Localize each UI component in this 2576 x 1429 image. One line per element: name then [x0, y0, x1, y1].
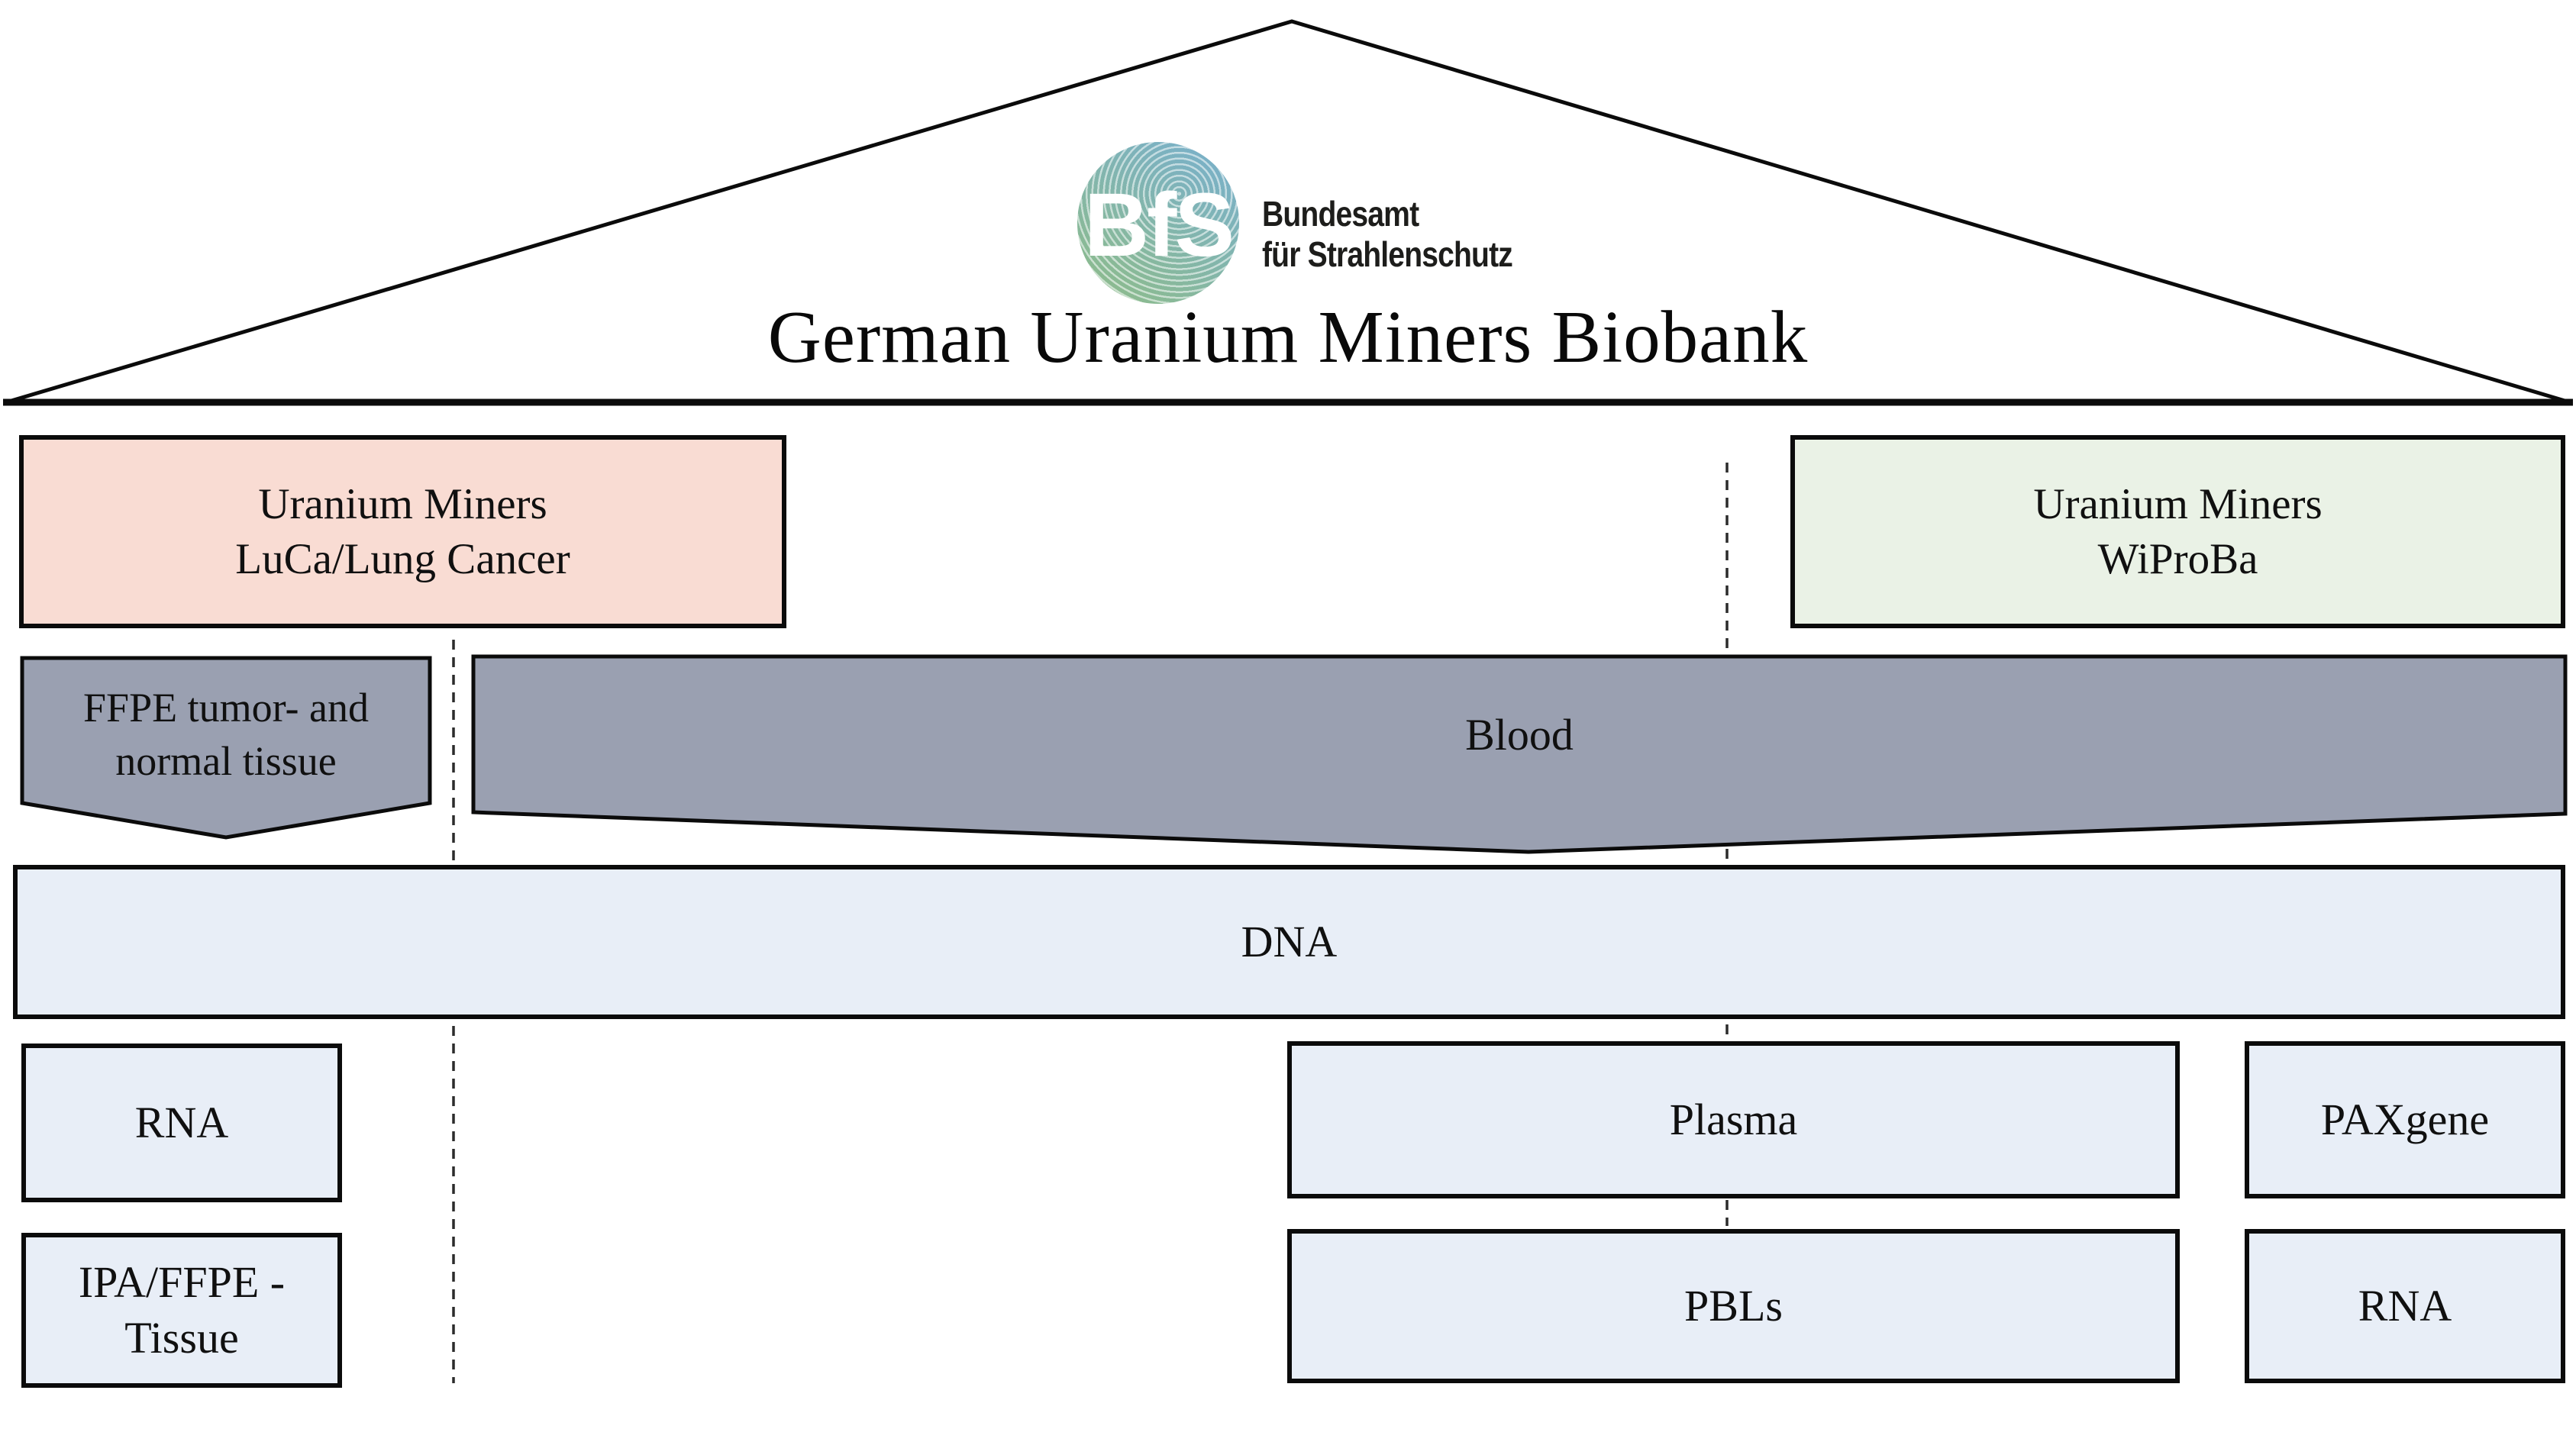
pbls-label: PBLs — [1684, 1280, 1783, 1331]
paxgene-box: PAXgene — [2245, 1041, 2565, 1198]
cohort-box-wiproba: Uranium Miners WiProBa — [1790, 435, 2565, 628]
bfs-logo-icon: BfS — [1077, 142, 1239, 304]
cohort-wiproba-line2: WiProBa — [2097, 534, 2258, 583]
ipa-ffpe-line2: Tissue — [124, 1312, 239, 1363]
rna-wiproba-label: RNA — [2358, 1280, 2452, 1331]
rna-wiproba-box: RNA — [2245, 1229, 2565, 1383]
cohort-wiproba-line1: Uranium Miners — [2033, 480, 2323, 529]
cohort-luca-line1: Uranium Miners — [258, 480, 547, 529]
plasma-label: Plasma — [1669, 1094, 1798, 1144]
blood-pentagon — [471, 654, 2568, 854]
bfs-org-name: Bundesamt für Strahlenschutz — [1262, 194, 1513, 275]
ffpe-tissue-line1: FFPE tumor- and — [83, 684, 369, 731]
bfs-logo: BfS Bundesamt für Strahlenschutz — [1077, 142, 1557, 304]
pbls-box: PBLs — [1287, 1229, 2180, 1383]
ipa-ffpe-tissue-box: IPA/FFPE - Tissue — [21, 1233, 342, 1388]
ffpe-tissue-label: FFPE tumor- and normal tissue — [22, 658, 430, 811]
ffpe-tissue-line2: normal tissue — [115, 738, 337, 784]
rna-luca-label: RNA — [134, 1097, 229, 1147]
bfs-org-line2: für Strahlenschutz — [1262, 234, 1513, 274]
cohort-box-luca: Uranium Miners LuCa/Lung Cancer — [19, 435, 786, 628]
ffpe-pentagon — [20, 656, 432, 840]
bfs-logo-acronym: BfS — [1083, 175, 1235, 276]
ipa-ffpe-line1: IPA/FFPE - — [78, 1257, 286, 1307]
cohort-luca-line2: LuCa/Lung Cancer — [235, 534, 570, 583]
bfs-org-line1: Bundesamt — [1262, 194, 1419, 234]
page-title: German Uranium Miners Biobank — [767, 296, 1809, 378]
rna-luca-box: RNA — [21, 1044, 342, 1202]
plasma-box: Plasma — [1287, 1041, 2180, 1198]
blood-label: Blood — [1465, 710, 1574, 760]
paxgene-label: PAXgene — [2320, 1094, 2490, 1144]
dna-box: DNA — [13, 865, 2565, 1019]
dna-label: DNA — [1241, 916, 1338, 966]
